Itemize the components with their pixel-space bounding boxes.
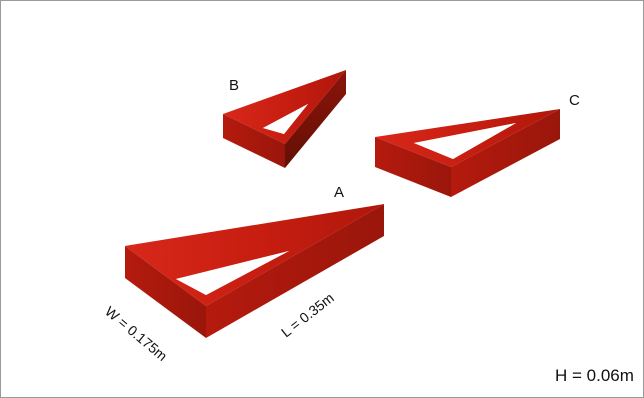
label-b: B (229, 77, 239, 94)
label-a: A (334, 184, 344, 201)
length-dimension-label: L = 0.35m (278, 289, 337, 340)
height-dimension-label: H = 0.06m (555, 366, 634, 385)
width-dimension-label: W = 0.175m (102, 303, 170, 364)
triangle-frame-c (375, 109, 560, 197)
triangle-frame-b (223, 70, 346, 168)
label-c: C (569, 92, 580, 109)
triangle-frame-a (125, 204, 384, 338)
